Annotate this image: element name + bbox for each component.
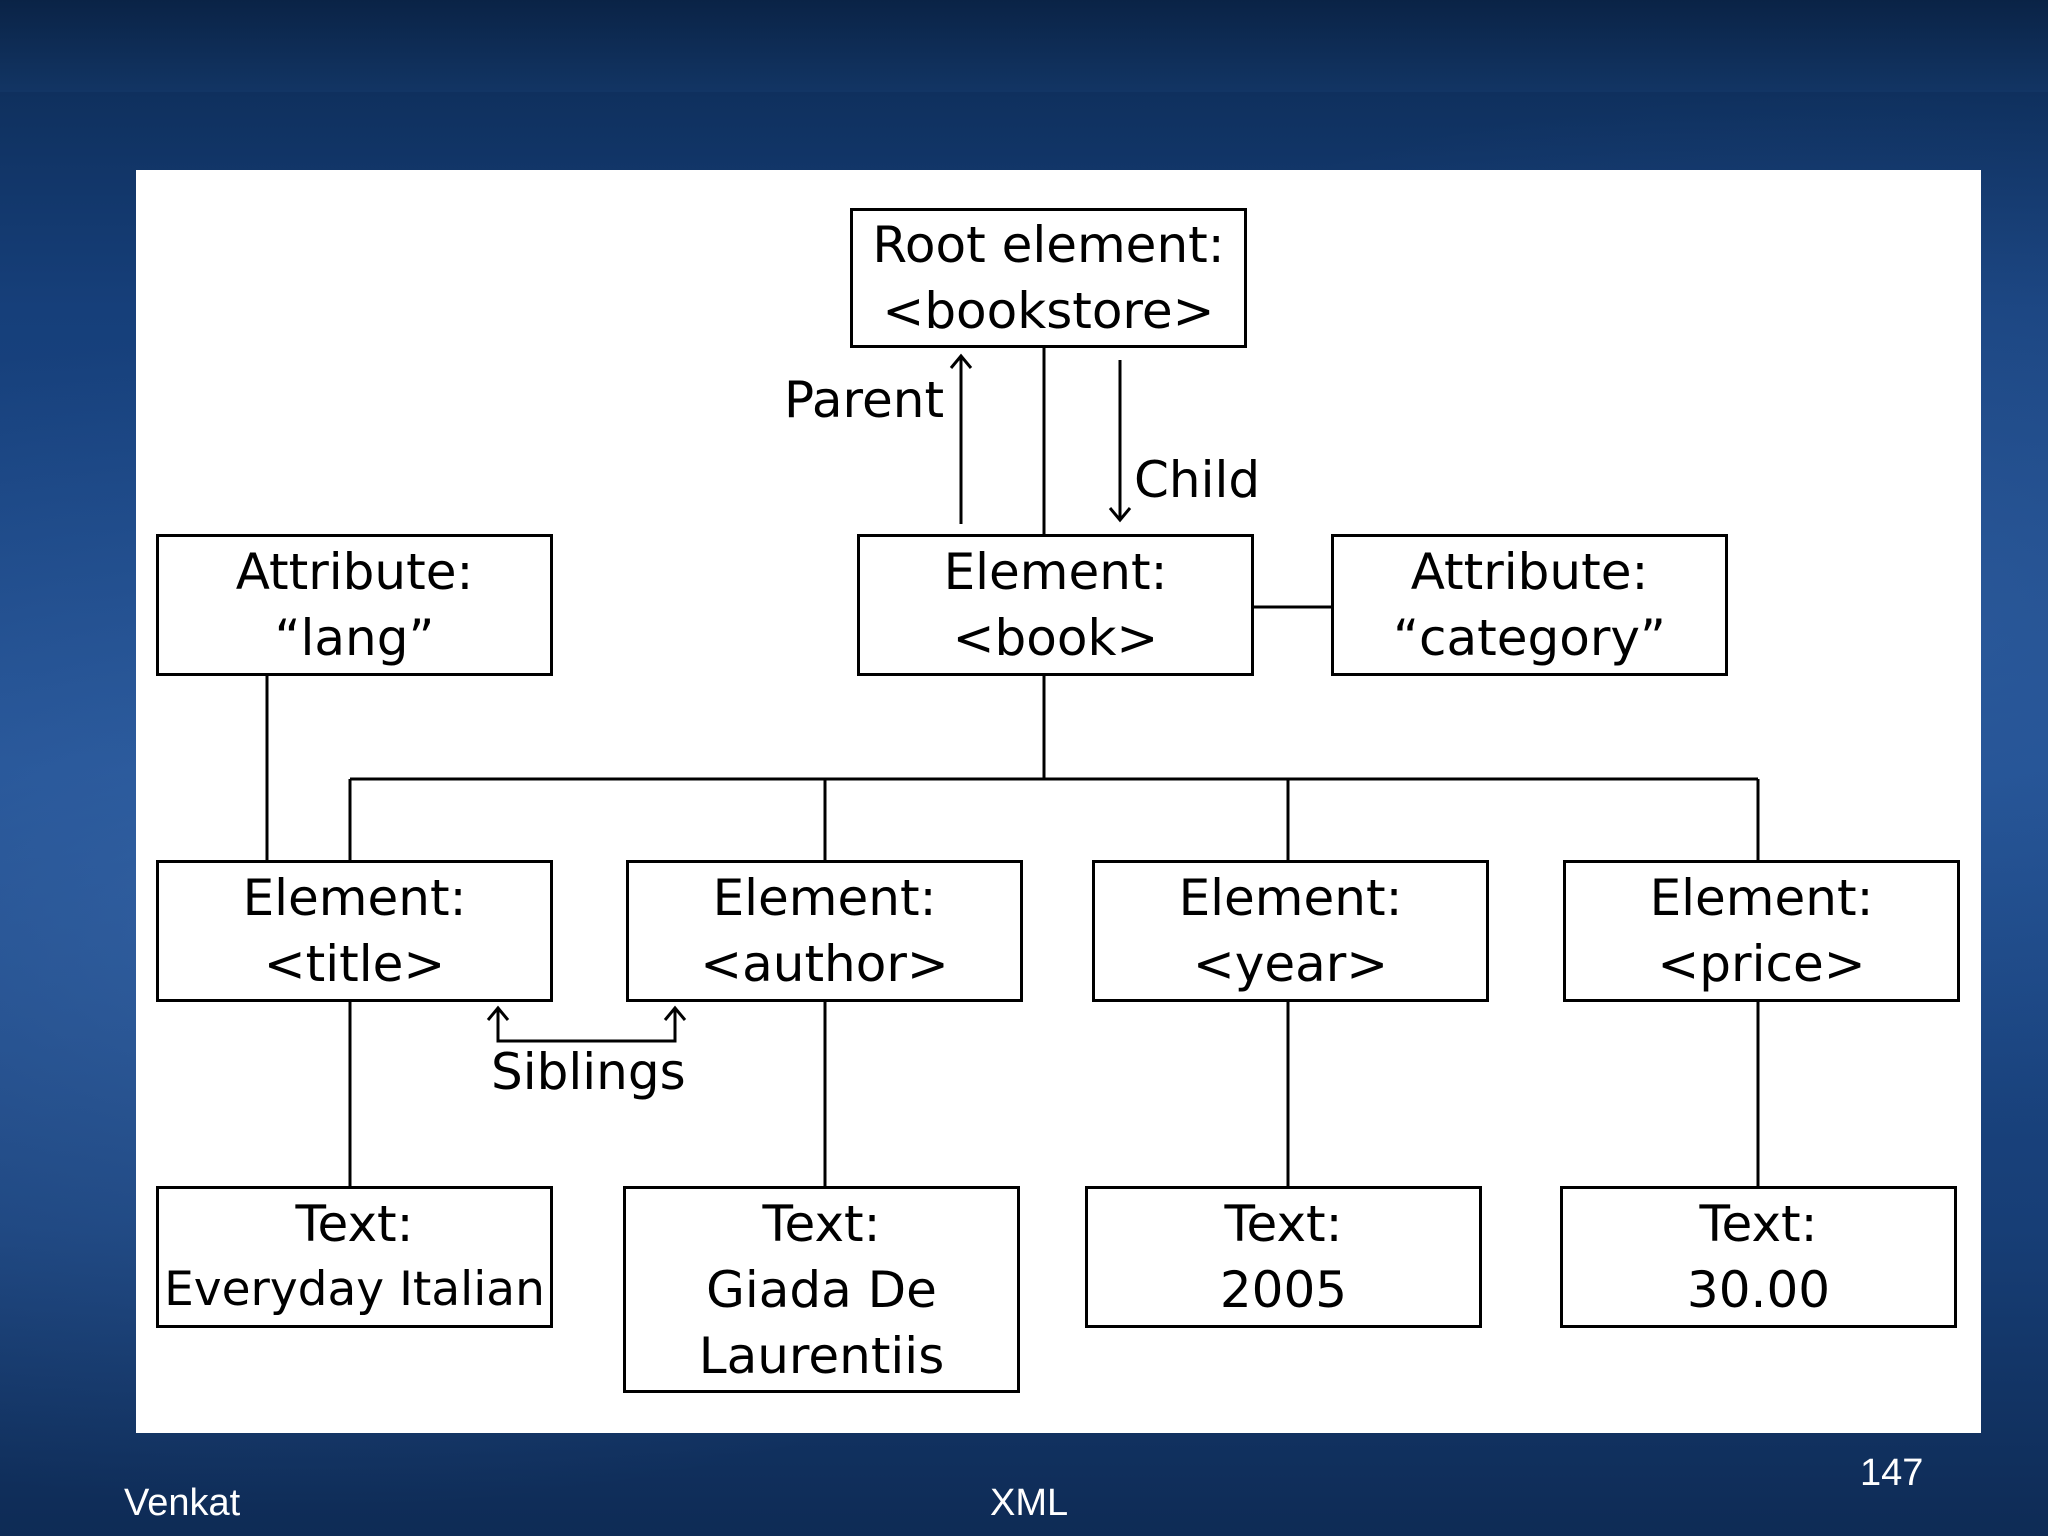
node-line: <price> (1657, 935, 1866, 993)
node-line: <book> (952, 609, 1159, 667)
node-line: Text: (1224, 1195, 1343, 1253)
node-line: <author> (700, 935, 949, 993)
node-line: 2005 (1219, 1261, 1348, 1319)
node-line: Text: (295, 1195, 414, 1253)
node-line: <year> (1192, 935, 1389, 993)
siblings-label: Siblings (491, 1043, 686, 1101)
diagram-panel: Root element: <bookstore> Attribute: “la… (136, 170, 1981, 1433)
author-element-node: Element: <author> (626, 860, 1023, 1002)
title-element-node: Element: <title> (156, 860, 553, 1002)
child-label: Child (1134, 451, 1261, 509)
node-line: Text: (762, 1194, 881, 1253)
node-line: Text: (1699, 1195, 1818, 1253)
node-line: Element: (712, 869, 937, 927)
text-author-node: Text: Giada De Laurentiis (623, 1186, 1020, 1393)
node-line: <bookstore> (882, 282, 1215, 340)
siblings-left-arrowhead (486, 1005, 510, 1021)
footer-author: Venkat (124, 1482, 241, 1524)
siblings-right-arrowhead (663, 1005, 687, 1021)
parent-label: Parent (784, 371, 945, 429)
parent-arrowhead (949, 353, 973, 369)
node-line: Laurentiis (698, 1326, 945, 1385)
node-line: Attribute: (1410, 543, 1649, 601)
node-line: Element: (1649, 869, 1874, 927)
siblings-bracket (496, 1008, 677, 1043)
footer-topic: XML (990, 1482, 1069, 1524)
attribute-category-node: Attribute: “category” (1331, 534, 1728, 676)
node-line: Element: (1178, 869, 1403, 927)
attribute-lang-node: Attribute: “lang” (156, 534, 553, 676)
node-line: <title> (263, 935, 446, 993)
year-element-node: Element: <year> (1092, 860, 1489, 1002)
connector-lines (265, 348, 1760, 1188)
node-line: Giada De (706, 1260, 937, 1319)
text-price-node: Text: 30.00 (1560, 1186, 1957, 1328)
node-line: 30.00 (1686, 1261, 1831, 1319)
slide-top-band (0, 0, 2048, 92)
slide-page-number: 147 (1860, 1452, 1924, 1494)
node-line: Element: (242, 869, 467, 927)
child-arrowhead (1108, 507, 1132, 523)
price-element-node: Element: <price> (1563, 860, 1960, 1002)
node-line: Root element: (872, 216, 1225, 274)
book-element-node: Element: <book> (857, 534, 1254, 676)
text-title-node: Text: Everyday Italian (156, 1186, 553, 1328)
node-line: Everyday Italian (164, 1262, 545, 1317)
node-line: “lang” (274, 609, 435, 667)
root-element-node: Root element: <bookstore> (850, 208, 1247, 348)
node-line: Element: (943, 543, 1168, 601)
node-line: “category” (1393, 609, 1666, 667)
node-line: Attribute: (235, 543, 474, 601)
text-year-node: Text: 2005 (1085, 1186, 1482, 1328)
